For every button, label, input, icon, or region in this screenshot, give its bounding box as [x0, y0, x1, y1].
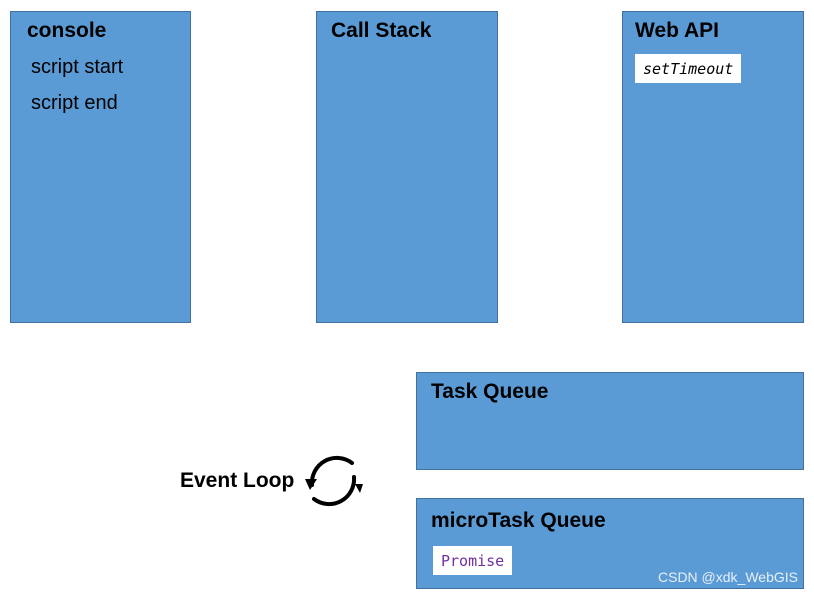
- microtask-queue-title: microTask Queue: [431, 509, 606, 532]
- refresh-cycle-icon: [305, 455, 363, 507]
- task-queue-panel: Task Queue: [416, 372, 804, 470]
- web-api-title: Web API: [635, 19, 720, 42]
- promise-chip: Promise: [433, 546, 513, 575]
- watermark-text: CSDN @xdk_WebGIS: [658, 569, 798, 585]
- call-stack-title: Call Stack: [331, 19, 432, 42]
- console-title: console: [27, 19, 107, 42]
- web-api-panel: Web API setTimeout: [622, 11, 804, 323]
- call-stack-panel: Call Stack: [316, 11, 498, 323]
- console-panel: console script start script end: [10, 11, 191, 323]
- event-loop-label: Event Loop: [180, 469, 295, 492]
- microtask-queue-panel: microTask Queue Promise: [416, 498, 804, 589]
- console-line-1: script start: [31, 56, 124, 78]
- console-line-2: script end: [31, 92, 118, 114]
- task-queue-title: Task Queue: [431, 380, 549, 403]
- settimeout-chip: setTimeout: [635, 54, 742, 83]
